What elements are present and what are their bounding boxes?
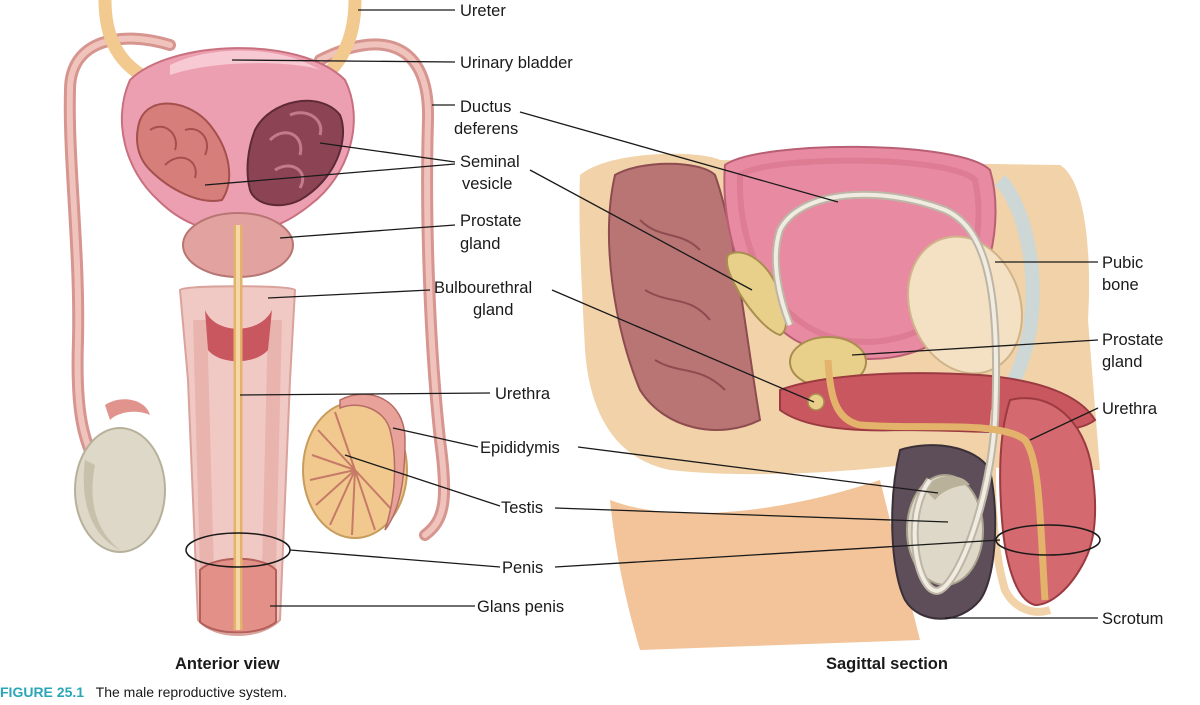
seminal-vesicle-sagittal — [725, 251, 787, 337]
ductus-deferens-sagittal-inner — [773, 192, 999, 593]
thigh-skin — [610, 480, 920, 650]
label-prostate-2: gland — [460, 235, 500, 253]
figure-caption: FIGURE 25.1 The male reproductive system… — [0, 684, 287, 700]
leader-urinary-bladder — [231, 59, 456, 63]
caption-figure-number: FIGURE 25.1 — [0, 684, 84, 700]
leader-testis-left — [344, 454, 501, 507]
leader-prostate-left — [279, 224, 456, 239]
leader-seminal-right — [529, 169, 753, 291]
label-urinary-bladder: Urinary bladder — [460, 54, 573, 72]
leader-seminal-2 — [204, 163, 456, 186]
right-seminal-folds — [268, 111, 323, 189]
leader-urethra-right — [1029, 407, 1099, 441]
left-seminal-folds — [149, 125, 208, 179]
right-epididymis-anterior — [339, 393, 406, 531]
label-epididymis: Epididymis — [480, 439, 560, 457]
label-urethra-left: Urethra — [495, 385, 551, 403]
labels: Ureter Urinary bladder Ductus deferens S… — [0, 2, 1163, 700]
label-testis: Testis — [501, 499, 543, 517]
urethra-sagittal — [824, 359, 1049, 601]
label-glans-penis: Glans penis — [477, 598, 564, 616]
leader-testis-right — [554, 507, 949, 523]
leader-urethra-left — [239, 392, 491, 396]
caption-text: The male reproductive system. — [96, 684, 287, 700]
label-seminal-1: Seminal — [460, 153, 520, 171]
anterior-view-illustration — [63, 0, 451, 636]
label-bulbo-1: Bulbourethral — [434, 279, 532, 297]
leader-epididymis-right — [577, 446, 939, 494]
label-bulbo-2: gland — [473, 301, 513, 319]
leader-seminal-1 — [319, 142, 456, 163]
label-urethra-right: Urethra — [1102, 400, 1158, 418]
label-penis: Penis — [502, 559, 543, 577]
left-seminal-vesicle — [136, 102, 231, 202]
penis-corpus-left — [193, 319, 215, 611]
penis-corpus-right — [261, 319, 282, 611]
leader-ductus-deferens-right — [519, 111, 839, 203]
label-ductus-1: Ductus — [460, 98, 511, 116]
view-title-anterior: Anterior view — [175, 655, 280, 673]
leader-penis-right — [554, 539, 1001, 568]
left-testis-shadow — [83, 460, 120, 550]
label-ductus-2: deferens — [454, 120, 518, 138]
label-scrotum: Scrotum — [1102, 610, 1163, 628]
bulbourethral-sagittal — [807, 393, 825, 411]
left-epididymis-anterior — [105, 399, 150, 420]
label-pubic-2: bone — [1102, 276, 1139, 294]
view-title-sagittal: Sagittal section — [826, 655, 948, 673]
testis-lobules — [309, 411, 393, 536]
leader-lines — [204, 9, 1099, 619]
leader-bulbourethral-left — [267, 289, 431, 299]
left-ductus-deferens-inner — [66, 35, 173, 473]
label-prostate-r1: Prostate — [1102, 331, 1163, 349]
epididymis-sagittal — [925, 475, 970, 500]
label-seminal-2: vesicle — [462, 175, 512, 193]
leader-bulbourethral-right — [551, 289, 815, 403]
label-pubic-1: Pubic — [1102, 254, 1143, 272]
label-prostate-1: Prostate — [460, 212, 521, 230]
sagittal-section-illustration — [579, 145, 1101, 650]
leader-penis-left — [289, 549, 501, 568]
label-ureter: Ureter — [460, 2, 506, 20]
leader-epididymis-left — [392, 427, 479, 448]
bladder-highlight — [170, 50, 320, 75]
rectum-folds — [639, 219, 726, 391]
leader-prostate-right — [851, 339, 1099, 356]
label-prostate-r2: gland — [1102, 353, 1142, 371]
